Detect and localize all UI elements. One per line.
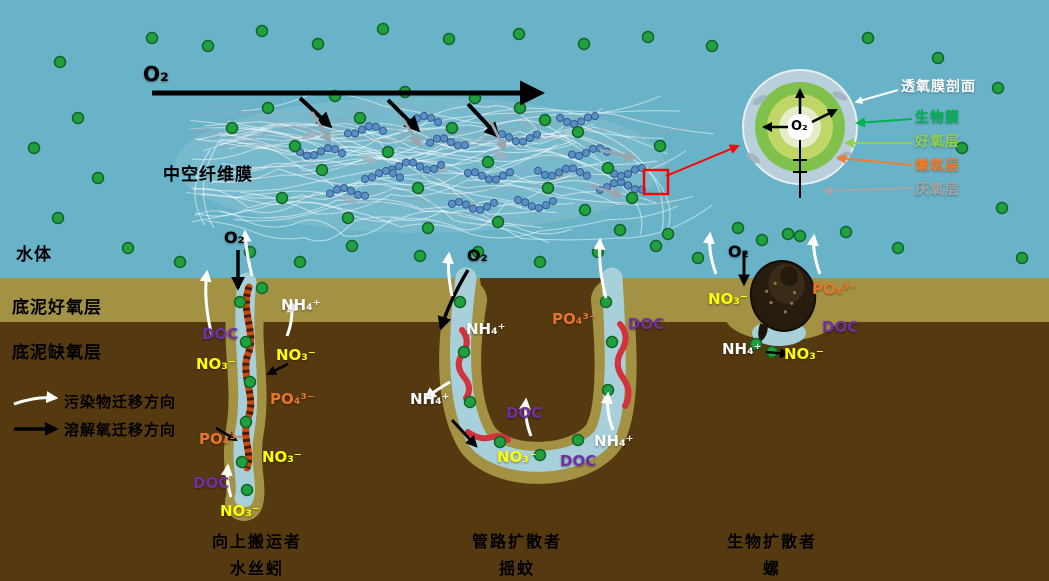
oxygen-arrows — [14, 80, 790, 448]
membrane-cross-section-inset — [742, 69, 913, 198]
oxygen-bubbles — [27, 22, 1029, 497]
snail — [749, 260, 817, 342]
burrow-island — [480, 278, 602, 334]
gray-arrows — [310, 111, 638, 199]
pollutant-arrows — [13, 229, 822, 498]
highlight-box — [642, 144, 740, 196]
